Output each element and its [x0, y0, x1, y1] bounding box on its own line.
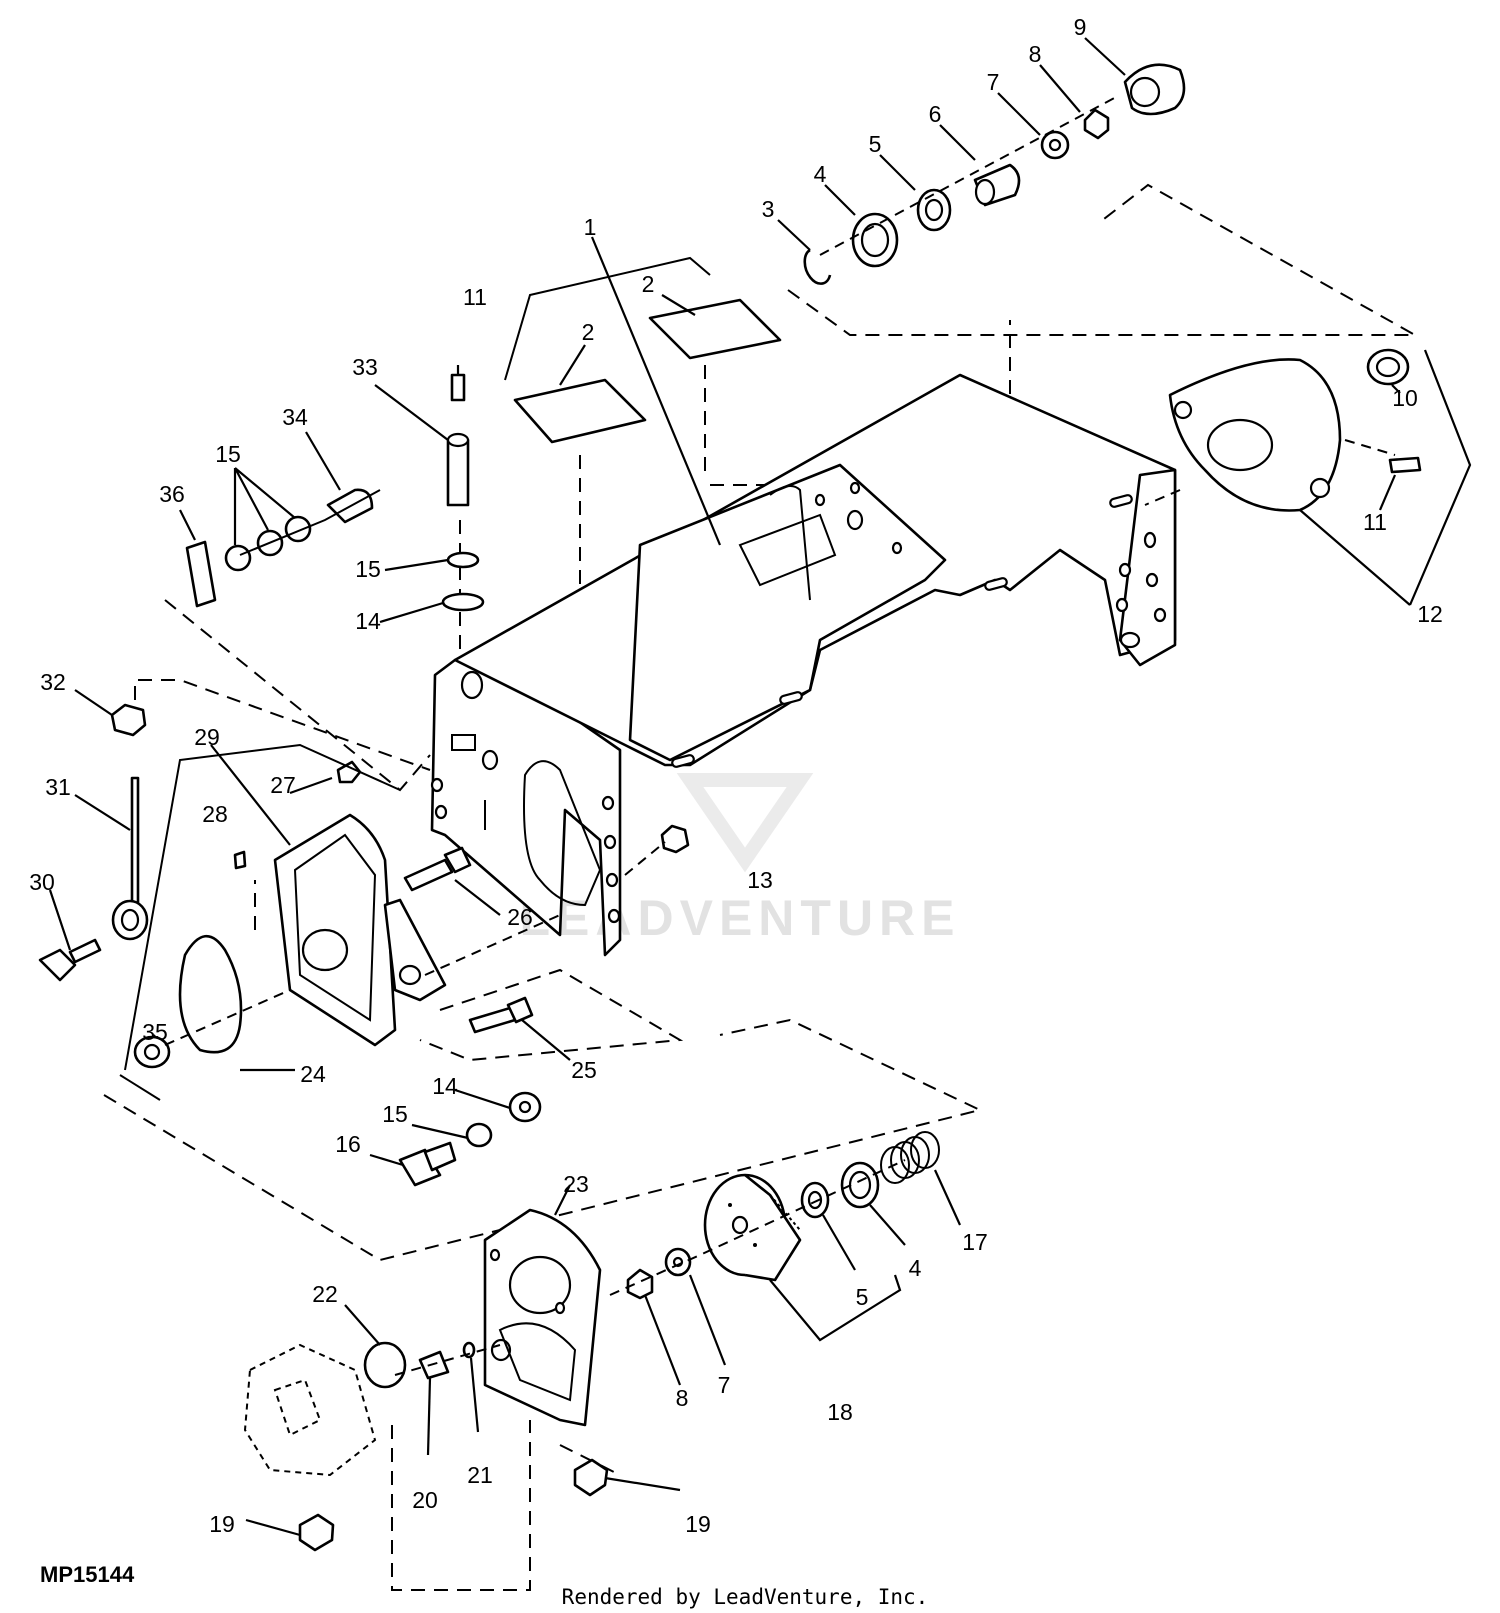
bolt-30: [38, 948, 77, 982]
callout-18: 18: [827, 1399, 853, 1425]
callout-20: 20: [412, 1487, 438, 1513]
eyebolt-31: [130, 776, 140, 907]
nut-32: [110, 703, 147, 737]
leader-lines: [48, 37, 1472, 1537]
callout-29: 29: [194, 724, 220, 750]
plate-36: [185, 540, 217, 608]
callout-8-lower: 8: [676, 1385, 689, 1411]
main-frame: [430, 373, 1177, 957]
callout-7: 7: [987, 69, 1000, 95]
diagram-code: MP15144: [40, 1562, 135, 1587]
gear-case: [273, 813, 447, 1047]
callout-2b: 2: [582, 319, 595, 345]
callout-26: 26: [507, 904, 533, 930]
callout-32: 32: [40, 669, 66, 695]
callout-34: 34: [282, 404, 308, 430]
callout-5: 5: [869, 131, 882, 157]
callout-17: 17: [962, 1229, 988, 1255]
callouts: 9 8 7 6 5 4 3 1 2 2 10 11 12 11 33 34 15…: [29, 14, 1443, 1537]
hydraulic-motor: [243, 1343, 377, 1477]
gasket-24: [178, 934, 243, 1054]
callout-27: 27: [270, 772, 296, 798]
callout-22: 22: [312, 1281, 338, 1307]
callout-35: 35: [142, 1019, 168, 1045]
fitting-27: [336, 760, 362, 784]
callout-28: 28: [202, 801, 228, 827]
bearing-housing: [1168, 348, 1422, 512]
callout-36: 36: [159, 481, 185, 507]
callout-7-lower: 7: [718, 1372, 731, 1398]
decal-2: [648, 298, 782, 360]
callout-6: 6: [929, 101, 942, 127]
nut-19-lower: [298, 1513, 335, 1552]
watermark-text: LEADVENTURE: [519, 890, 960, 946]
footer-credit: Rendered by LeadVenture, Inc.: [562, 1585, 929, 1609]
callout-19-left: 19: [209, 1511, 235, 1537]
callout-23: 23: [563, 1171, 589, 1197]
callout-5-lower: 5: [856, 1284, 869, 1310]
callout-9: 9: [1074, 14, 1087, 40]
bolt-20: [418, 1350, 450, 1380]
callout-13: 13: [747, 867, 773, 893]
callout-15-lower: 15: [382, 1101, 408, 1127]
callout-15-mid: 15: [355, 556, 381, 582]
spring-17: [880, 1131, 940, 1184]
bolt-25: [468, 1006, 517, 1034]
callout-10: 10: [1392, 385, 1418, 411]
watermark: LEADVENTURE: [519, 660, 960, 946]
callout-3: 3: [762, 196, 775, 222]
callout-4: 4: [814, 161, 827, 187]
callout-33: 33: [352, 354, 378, 380]
bolt-26: [403, 858, 454, 892]
callout-16: 16: [335, 1131, 361, 1157]
callout-14-lower: 14: [432, 1073, 458, 1099]
callout-4-lower: 4: [909, 1255, 922, 1281]
callout-12: 12: [1417, 601, 1443, 627]
callout-2a: 2: [642, 271, 655, 297]
callout-31: 31: [45, 774, 71, 800]
callout-8: 8: [1029, 41, 1042, 67]
callout-1: 1: [584, 214, 597, 240]
nut-19-right: [573, 1458, 609, 1497]
callout-15-upper: 15: [215, 441, 241, 467]
callout-30: 30: [29, 869, 55, 895]
cover-23: [483, 1208, 602, 1427]
callout-14-upper: 14: [355, 608, 381, 634]
decal-1: [513, 378, 647, 444]
callout-25: 25: [571, 1057, 597, 1083]
callout-24: 24: [300, 1061, 326, 1087]
callout-11-left: 11: [463, 284, 487, 310]
callout-11-right: 11: [1363, 509, 1387, 535]
grease-fitting-upper: [450, 373, 466, 402]
spacer-tube: [446, 438, 470, 507]
callout-21: 21: [467, 1462, 493, 1488]
nut-13: [660, 824, 690, 854]
callout-19-right: 19: [685, 1511, 711, 1537]
pin-28: [233, 850, 247, 870]
gear-18: [703, 1173, 802, 1282]
nut-8-lower: [626, 1268, 654, 1300]
upper-bearing-stack: [803, 63, 1186, 285]
